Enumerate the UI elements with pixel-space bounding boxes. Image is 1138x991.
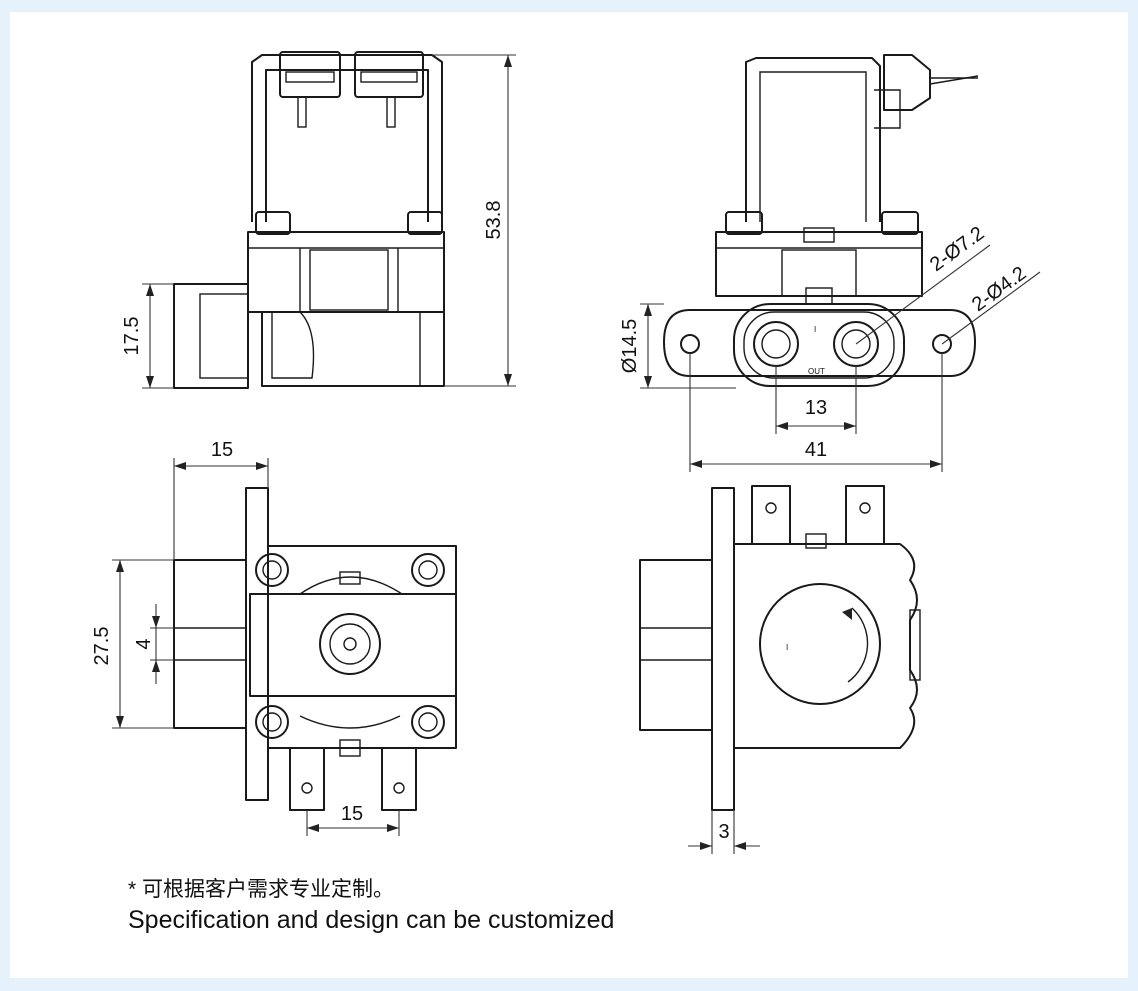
note-chinese: * 可根据客户需求专业定制。 [128,878,395,901]
dim-side-height: 53.8 [483,201,505,240]
dim-port-spacing: 13 [805,397,827,419]
dim-bottom-inlet: 4 [133,638,155,649]
port-mark-in: I [814,325,816,334]
note-english: Specification and design can be customiz… [128,906,615,934]
dim-side-inlet-height: 17.5 [121,317,143,356]
technical-drawing: 53.8 17.5 [91,51,1041,854]
rear-dims [688,810,760,854]
drawing-sheet: 53.8 17.5 [10,12,1128,978]
dim-flange-height: Ø14.5 [619,319,641,373]
side-view [142,51,516,389]
dim-port-diameter: 2-Ø7.2 [926,222,988,276]
dim-bottom-height: 27.5 [91,627,113,666]
rear-view [639,485,921,811]
port-mark-out: OUT [808,367,825,376]
front-view [640,54,1041,472]
dim-hole-spacing: 41 [805,439,827,461]
coil-mark: I [786,643,788,652]
dim-terminal-spacing: 15 [341,803,363,825]
dim-hole-diameter: 2-Ø4.2 [968,262,1030,316]
dim-bottom-depth: 15 [211,439,233,461]
bottom-view [112,458,457,836]
dim-flange-thickness: 3 [718,821,729,843]
